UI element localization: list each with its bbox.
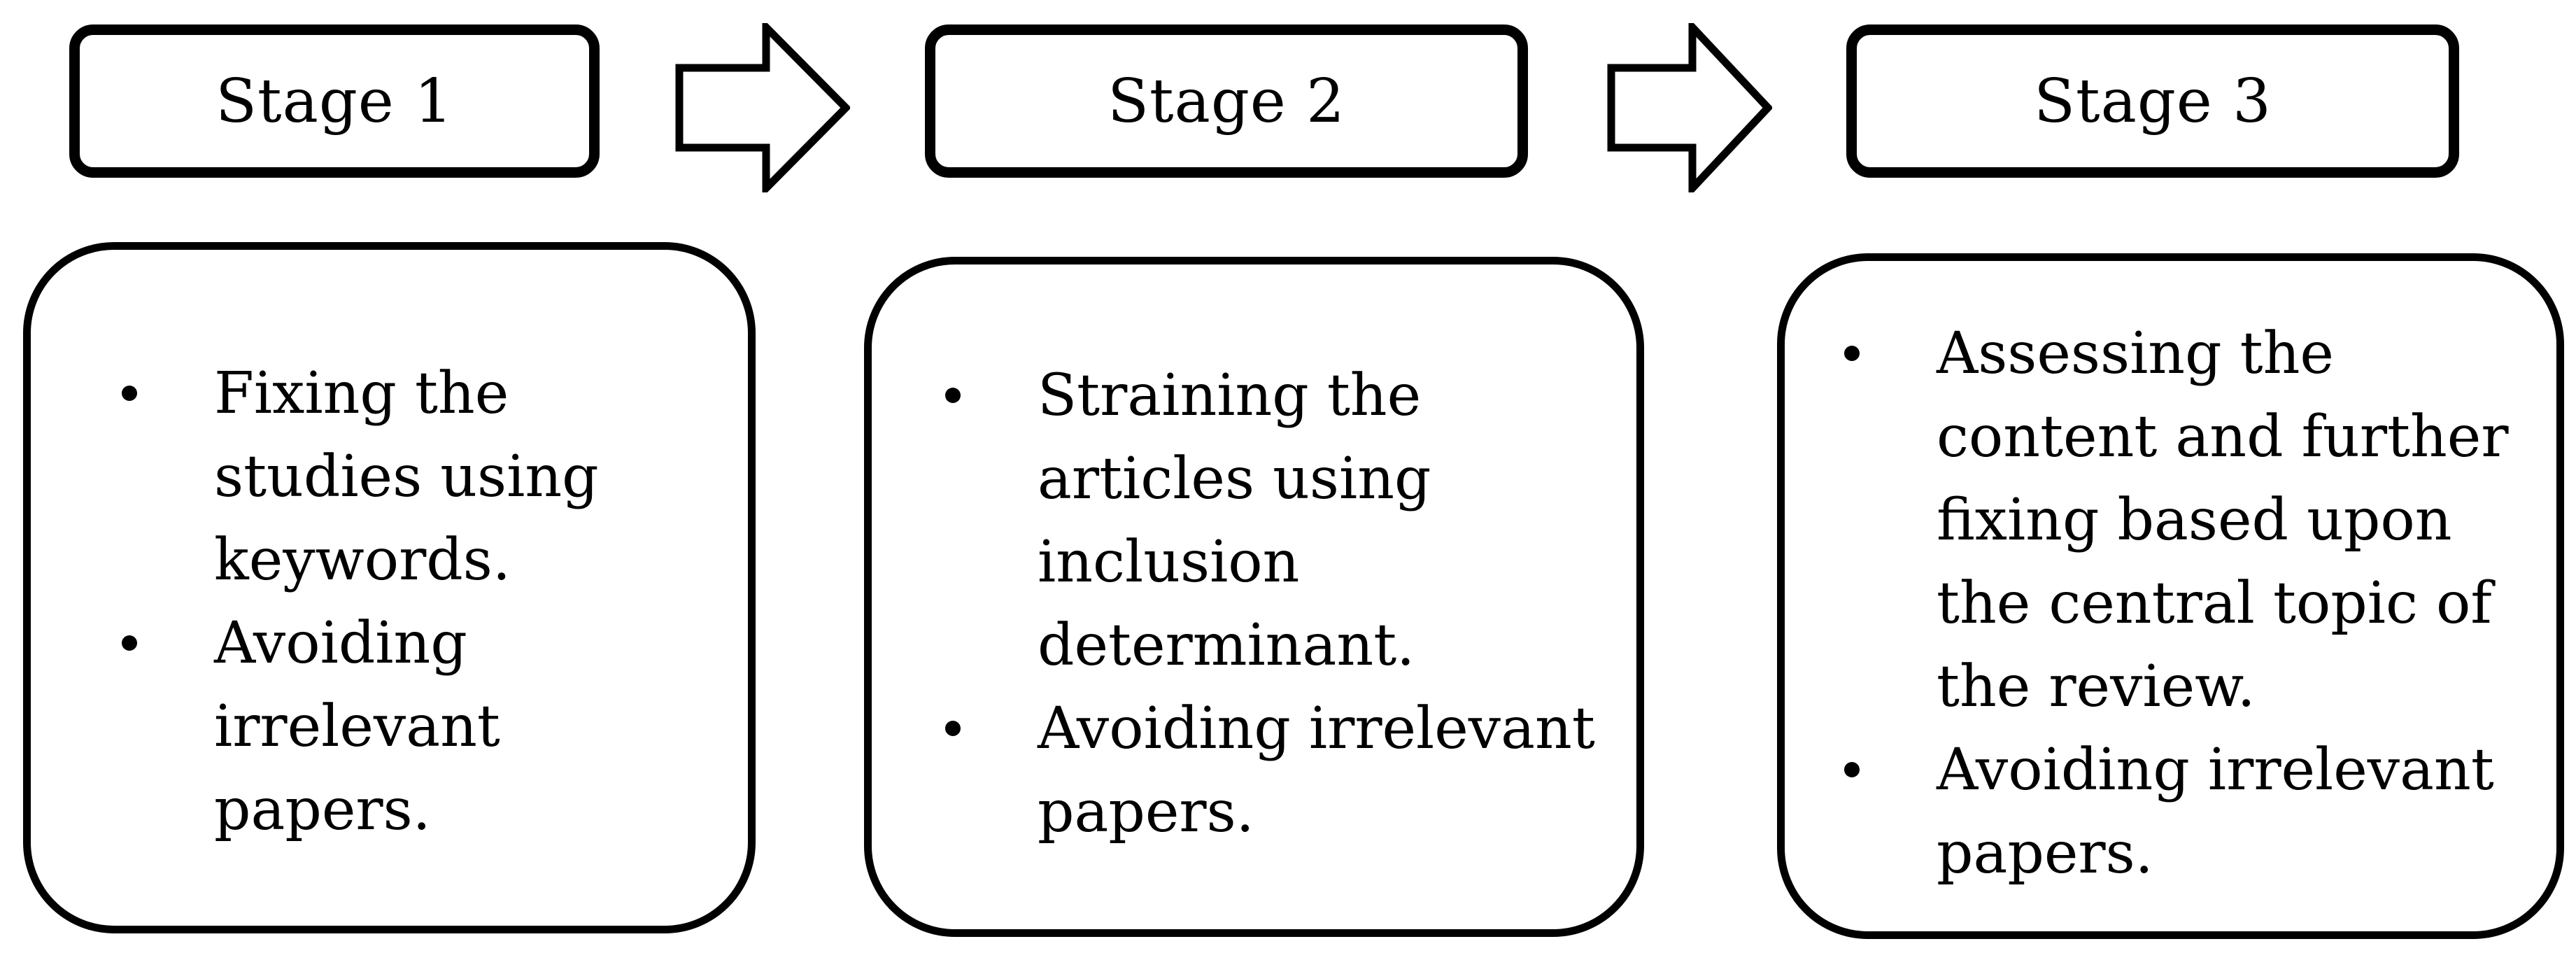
stage3-title: Stage 3 [2034,66,2272,136]
list-item: Avoiding irrelevant papers. [1844,728,2539,895]
stage2-content-box: Straining the articles using inclusion d… [864,257,1644,937]
list-item: Assessing the content and further fixing… [1844,312,2539,728]
stage1-content-box: Fixing the studies using keywords. Avoid… [23,242,756,933]
stage2-header-box: Stage 2 [925,24,1528,178]
bullet-icon [122,635,137,651]
list-item: Avoiding irrelevant papers. [122,602,720,852]
stage1-title: Stage 1 [215,66,453,136]
stage3-bullet-1: Assessing the content and further fixing… [1937,320,2509,720]
bullet-icon [945,721,961,736]
stage3-content-box: Assessing the content and further fixing… [1777,253,2564,939]
stage2-bullet-1: Straining the articles using inclusion d… [1038,362,1431,679]
right-arrow-icon [1607,23,1772,192]
stage3-bullet-2: Avoiding irrelevant papers. [1937,736,2494,887]
stage3-header-box: Stage 3 [1846,24,2459,178]
stage1-bullet-1: Fixing the studies using keywords. [214,360,599,593]
list-item: Fixing the studies using keywords. [122,352,720,602]
right-arrow-icon [675,23,850,192]
list-item: Straining the articles using inclusion d… [945,354,1610,687]
bullet-icon [1844,761,1860,777]
bullet-icon [122,386,137,401]
stage1-header-box: Stage 1 [69,24,600,178]
bullet-icon [945,388,961,403]
stage2-bullet-2: Avoiding irrelevant papers. [1038,696,1595,845]
list-item: Avoiding irrelevant papers. [945,687,1610,854]
stage2-title: Stage 2 [1107,66,1345,136]
stage1-bullet-2: Avoiding irrelevant papers. [214,610,500,843]
bullet-icon [1844,345,1860,361]
